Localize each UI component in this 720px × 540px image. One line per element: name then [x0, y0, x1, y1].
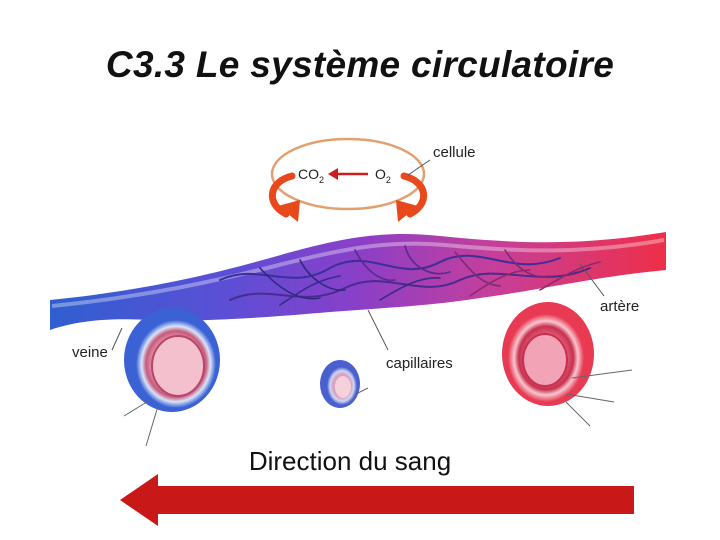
o2-label: O2 — [375, 166, 391, 185]
direction-arrowhead — [120, 474, 158, 526]
artery-label: artère — [600, 298, 639, 315]
vein-pointer — [146, 406, 158, 446]
capillaries-leader — [368, 310, 388, 350]
capillary-lumen — [335, 376, 351, 398]
co2-label: CO2 — [298, 166, 324, 185]
cell-label: cellule — [433, 144, 476, 161]
direction-arrow-shaft — [150, 486, 634, 514]
cell-group — [272, 139, 430, 222]
vein-label: veine — [72, 344, 108, 361]
vein-lumen — [152, 336, 204, 396]
vein-pointer — [124, 400, 150, 416]
artery-pointer — [566, 402, 590, 426]
artery-lumen — [523, 334, 567, 386]
vein-cross-section — [124, 308, 220, 446]
capillary-cross-section — [320, 360, 368, 408]
direction-label: Direction du sang — [0, 446, 700, 477]
vein-leader — [112, 328, 122, 350]
exchange-arrowhead — [328, 168, 338, 180]
direction-arrow — [120, 474, 634, 526]
capillaries-label: capillaires — [386, 355, 453, 372]
artery-cross-section — [502, 302, 632, 426]
artery-pointer — [566, 394, 614, 402]
